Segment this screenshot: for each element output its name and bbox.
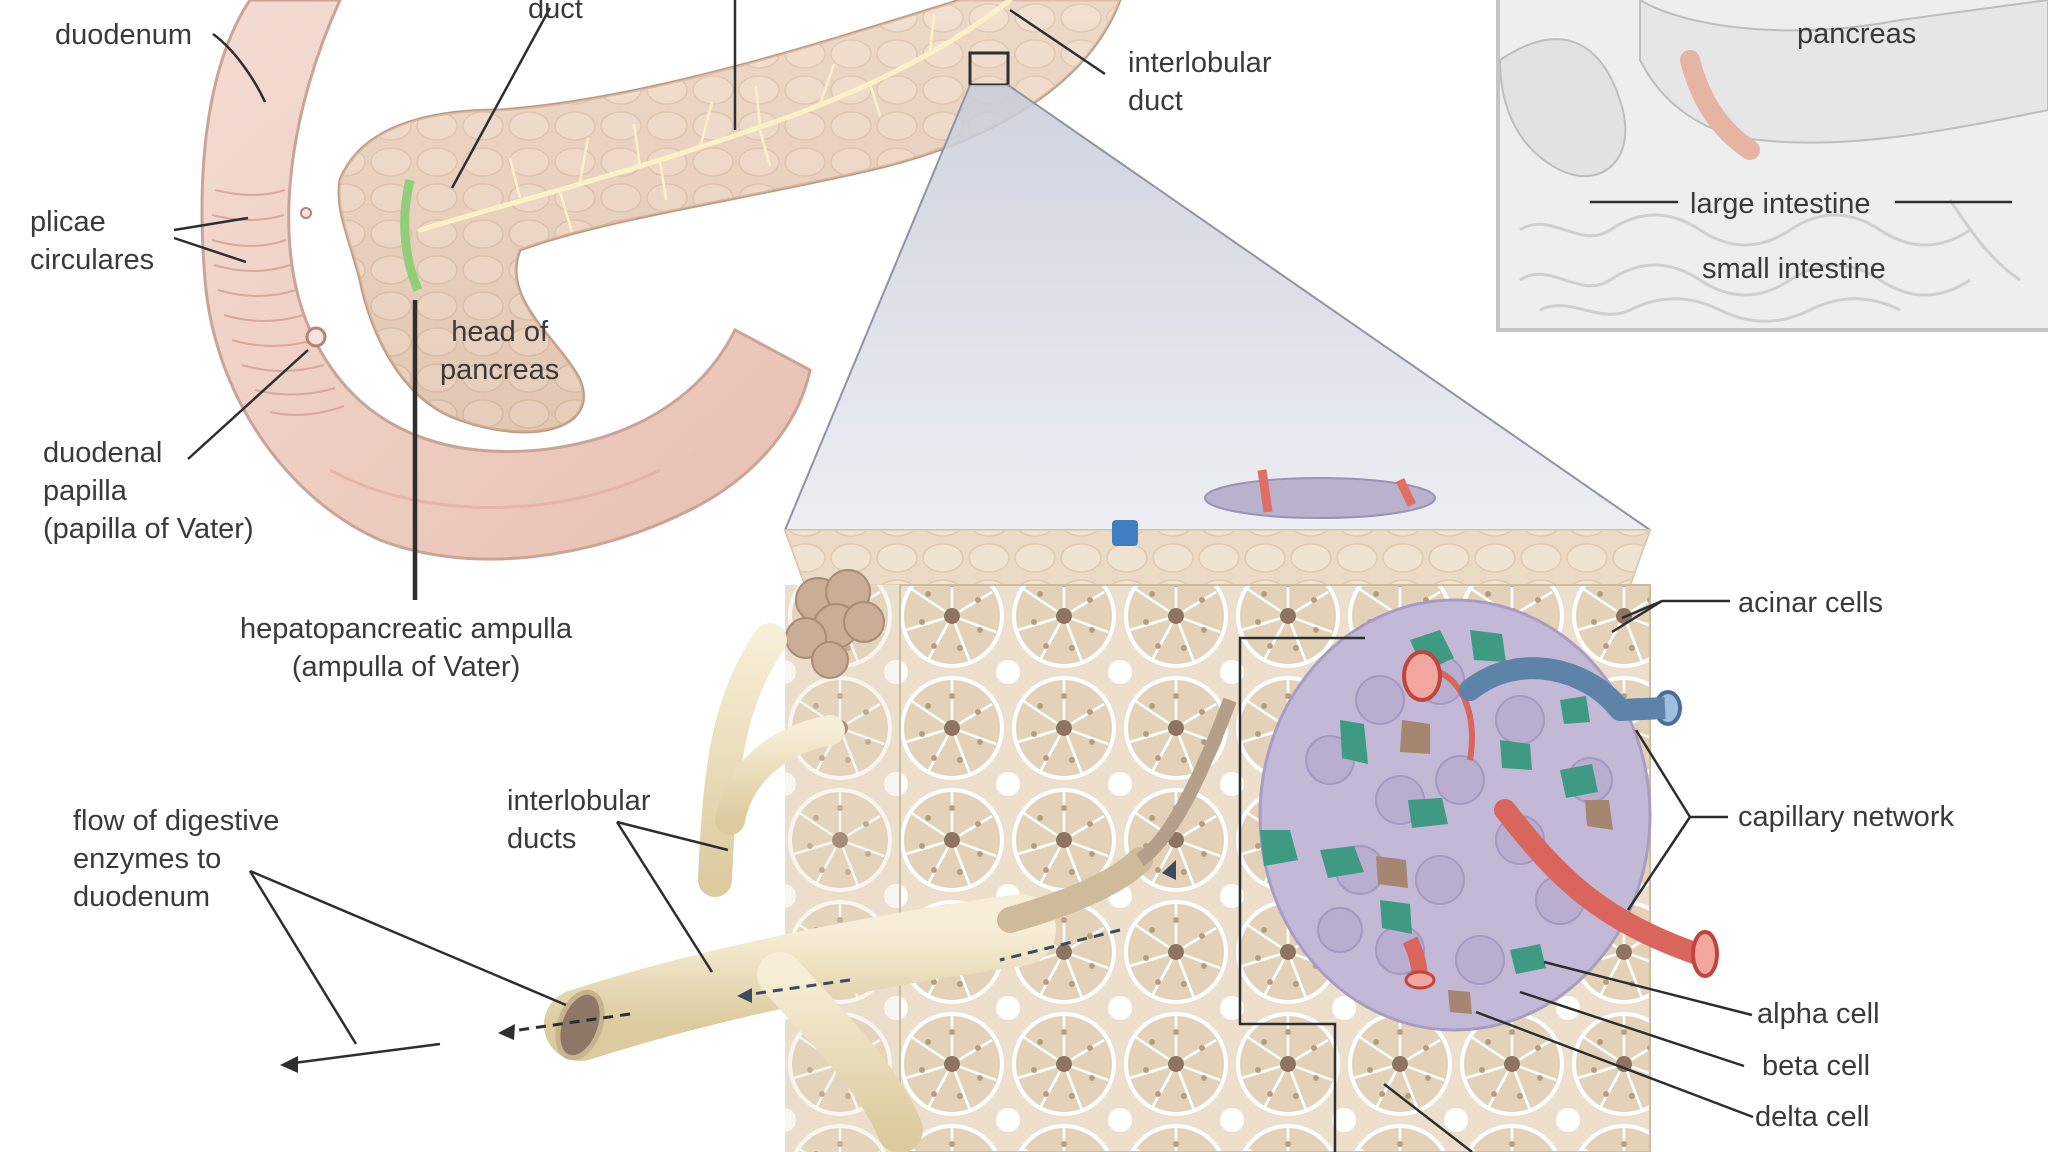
islet-bracket [1238,636,1365,1152]
inset-label-pancreas: pancreas [1797,18,1917,50]
label-duct: duct [528,0,583,25]
inset-panel [1496,0,2048,332]
label-interlobular-ducts: interlobular ducts [507,782,650,858]
pancreatic-islet [1258,598,1719,1032]
inset-label-large-intestine: large intestine [1690,188,1871,220]
label-interlobular-duct-line1: interlobular [1128,47,1272,79]
label-flow-line3: duodenum [73,881,211,913]
duodenum-shape [200,0,812,561]
label-plicae-line1: plicae [30,206,106,238]
label-papilla-line1: duodenal [43,437,163,469]
label-hepatopancreatic-ampulla: hepatopancreatic ampulla (ampulla of Vat… [240,610,572,686]
label-beta-cell: beta cell [1762,1050,1871,1082]
label-interlobular-duct-line2: duct [1128,85,1183,117]
label-flow-of-digestive-enzymes: flow of digestive enzymes to duodenum [73,802,279,916]
label-ampulla-line2: (ampulla of Vater) [291,651,521,683]
label-flow-line2: enzymes to [73,843,222,875]
label-papilla-line2: papilla [43,475,127,507]
label-duodenal-papilla: duodenal papilla (papilla of Vater) [43,434,254,548]
label-plicae-line2: circulares [30,244,155,276]
leader-lines [173,0,1754,1152]
label-flow-line1: flow of digestive [73,805,280,837]
label-alpha-cell: alpha cell [1757,998,1880,1030]
label-head-line1: head of [451,316,549,348]
label-ducts-line1: interlobular [507,785,651,817]
label-duodenum: duodenum [55,19,193,51]
label-acinar-cells: acinar cells [1738,587,1884,619]
magnification-cone [784,84,1651,531]
inset-label-small-intestine: small intestine [1702,253,1886,285]
label-plicae-circulares: plicae circulares [30,203,154,279]
label-papilla-line3: (papilla of Vater) [43,513,254,545]
label-delta-cell: delta cell [1755,1101,1870,1133]
label-interlobular-duct: interlobular duct [1128,44,1271,120]
label-ducts-line2: ducts [507,823,577,855]
pancreas-shape [337,0,1122,600]
duct-system [498,623,1237,1152]
label-ampulla-line1: hepatopancreatic ampulla [240,613,573,645]
label-head-line2: pancreas [440,354,560,386]
label-head-of-pancreas: head of pancreas [440,313,559,389]
label-capillary-network: capillary network [1738,801,1954,833]
